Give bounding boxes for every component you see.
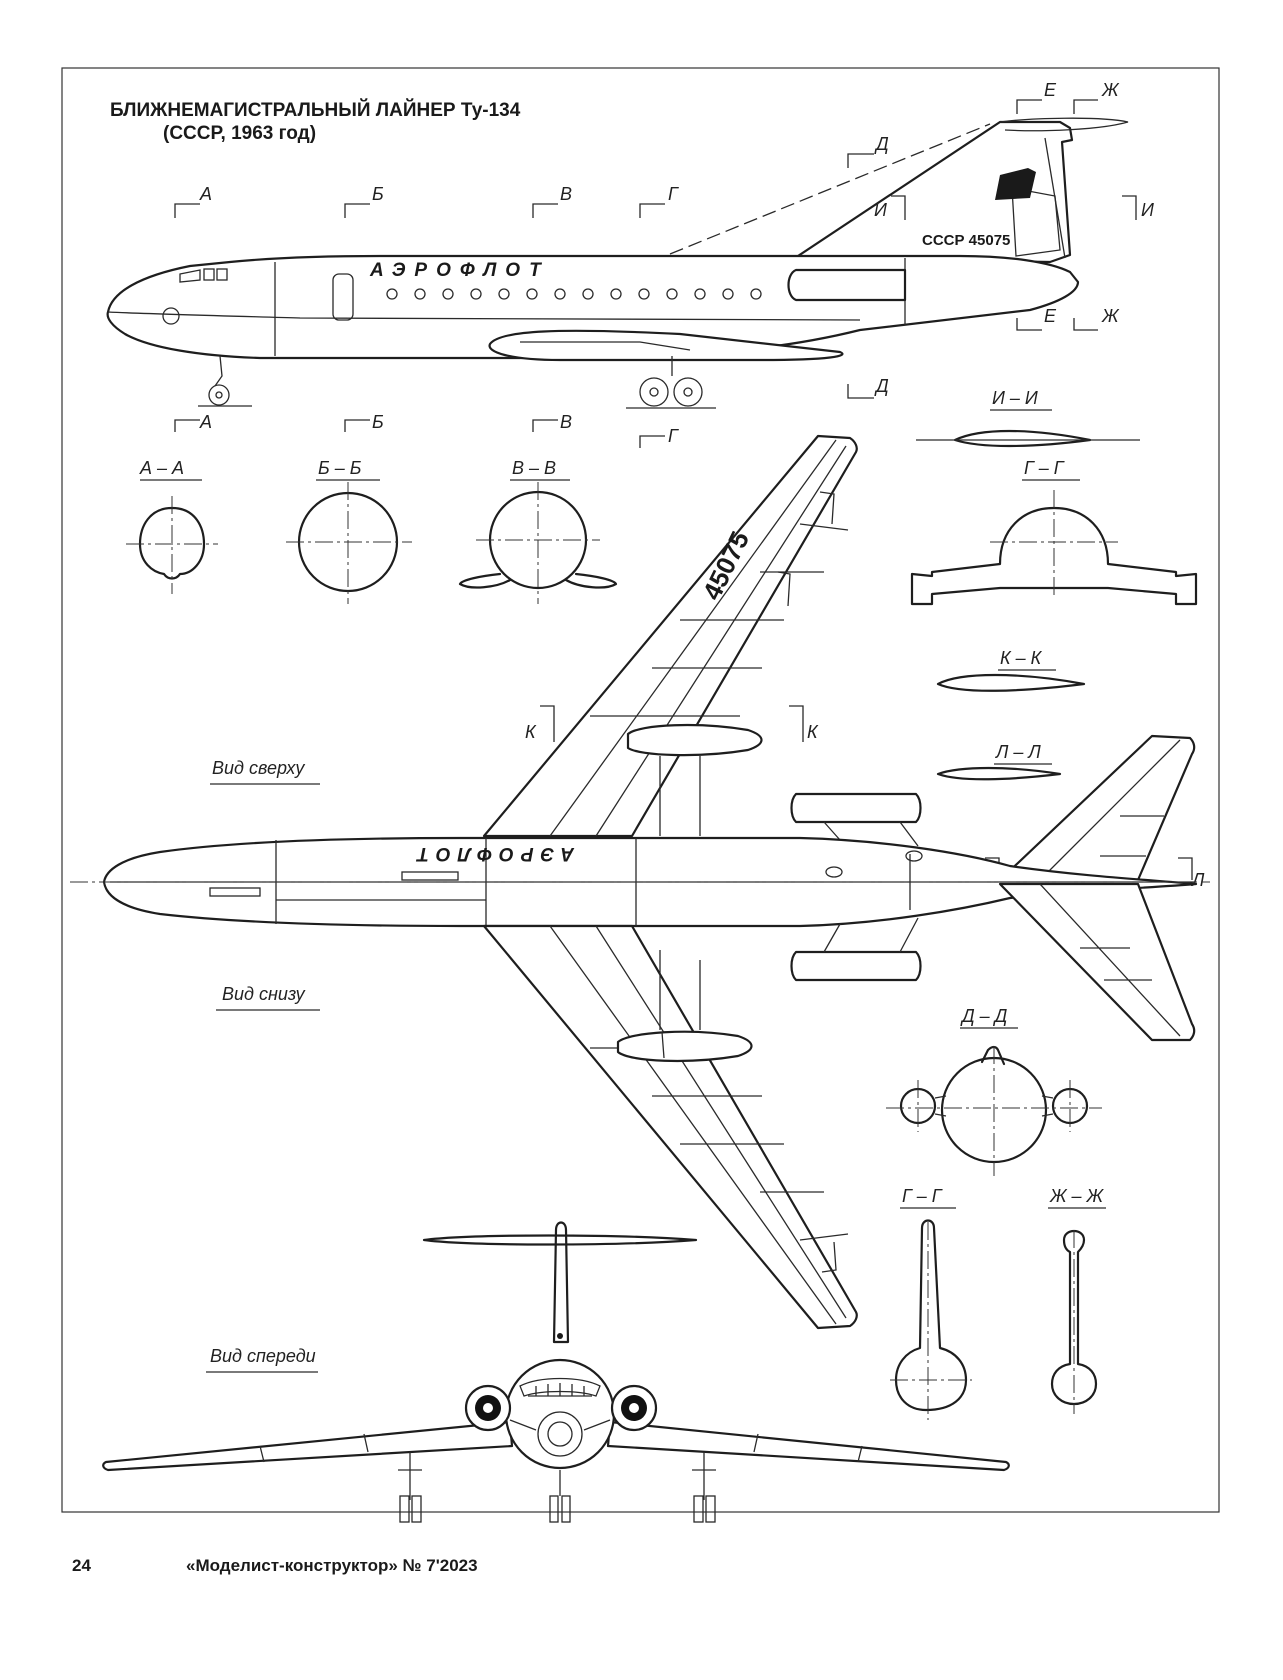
side-view: АЭРОФЛОТ СССР 45075 xyxy=(106,117,1129,409)
svg-text:Г – Г: Г – Г xyxy=(902,1186,943,1206)
svg-text:А: А xyxy=(199,412,212,432)
front-wing-right xyxy=(606,1420,1010,1472)
page-number: 24 xyxy=(72,1556,91,1575)
svg-text:К – К: К – К xyxy=(1000,648,1043,668)
lower-nacelle xyxy=(616,1030,753,1063)
svg-text:А: А xyxy=(199,184,212,204)
view-label-top: Вид сверху xyxy=(212,758,305,778)
svg-text:Е: Е xyxy=(1044,80,1057,100)
side-livery: АЭРОФЛОТ xyxy=(369,260,550,281)
plan-livery: АЭРОФЛОТ xyxy=(410,843,575,864)
section-gg-fin: Г – Г xyxy=(890,1186,972,1420)
magazine-credit: «Моделист-конструктор» № 7'2023 xyxy=(186,1556,478,1575)
registration-text: СССР 45075 xyxy=(922,232,1010,249)
view-label-front: Вид спереди xyxy=(210,1346,316,1366)
front-wing-left xyxy=(102,1420,514,1472)
svg-text:В – В: В – В xyxy=(512,458,556,478)
svg-text:Г: Г xyxy=(668,426,679,446)
svg-text:Е: Е xyxy=(1044,306,1057,326)
flag-mark xyxy=(995,168,1036,200)
svg-text:Д – Д: Д – Д xyxy=(960,1006,1008,1026)
plan-tailplane-upper xyxy=(998,734,1196,882)
section-aa: А – А xyxy=(126,458,218,594)
svg-text:Л – Л: Л – Л xyxy=(995,742,1041,762)
svg-text:А – А: А – А xyxy=(139,458,184,478)
front-view xyxy=(102,1221,1010,1523)
svg-text:Ж: Ж xyxy=(1101,306,1120,326)
section-dd: Д – Д xyxy=(886,1006,1102,1176)
svg-text:Ж – Ж: Ж – Ж xyxy=(1049,1186,1105,1206)
section-zhzh: Ж – Ж xyxy=(1048,1186,1106,1414)
section-vv: В – В xyxy=(458,458,618,604)
section-bb: Б – Б xyxy=(286,458,412,604)
svg-text:Ж: Ж xyxy=(1101,80,1120,100)
side-engine xyxy=(787,268,907,302)
title-line-2: (СССР, 1963 год) xyxy=(163,123,316,144)
side-windows xyxy=(386,288,762,300)
svg-text:В: В xyxy=(560,184,572,204)
section-ll: Л – Л xyxy=(936,742,1062,781)
section-kk: К – К xyxy=(936,648,1086,692)
svg-text:И: И xyxy=(874,200,887,220)
svg-text:Б: Б xyxy=(372,412,384,432)
plan-lower-wing xyxy=(482,924,858,1330)
upper-nacelle xyxy=(626,723,763,757)
svg-text:Г – Г: Г – Г xyxy=(1024,458,1065,478)
front-fuselage xyxy=(504,1358,616,1470)
svg-text:В: В xyxy=(560,412,572,432)
plan-upper-wing xyxy=(482,434,858,838)
svg-text:Б: Б xyxy=(372,184,384,204)
plan-engine-upper xyxy=(790,792,922,824)
svg-text:Г: Г xyxy=(668,184,679,204)
drawing-frame xyxy=(61,67,1220,1513)
svg-text:К: К xyxy=(525,722,537,742)
plan-view: 45075 АЭРОФЛОТ xyxy=(70,434,1210,1330)
svg-text:Д: Д xyxy=(874,134,889,154)
svg-text:И – И: И – И xyxy=(992,388,1038,408)
side-wing xyxy=(488,329,844,362)
plan-tailplane-lower xyxy=(998,882,1196,1042)
title-line-1: БЛИЖНЕМАГИСТРАЛЬНЫЙ ЛАЙНЕР Ту-134 xyxy=(110,99,521,121)
section-ii: И – И xyxy=(916,388,1140,448)
view-label-bottom: Вид снизу xyxy=(222,984,306,1004)
svg-text:И: И xyxy=(1141,200,1154,220)
svg-text:К: К xyxy=(807,722,819,742)
svg-text:Д: Д xyxy=(874,376,889,396)
section-gg: Г – Г xyxy=(910,458,1198,606)
svg-text:Б – Б: Б – Б xyxy=(318,458,362,478)
side-fin xyxy=(793,120,1074,264)
plan-engine-lower xyxy=(790,950,922,982)
svg-text:Л: Л xyxy=(1191,870,1205,890)
